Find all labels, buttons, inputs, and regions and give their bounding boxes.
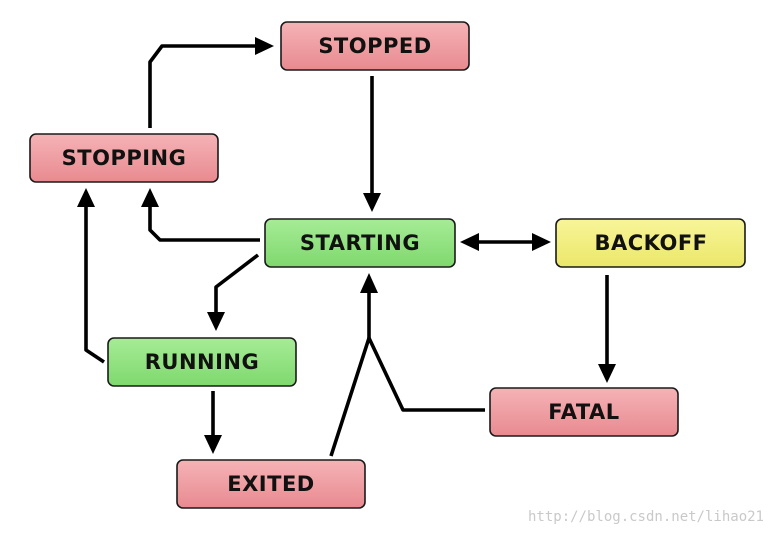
edge-running-to-stopping	[84, 206, 105, 364]
watermark-text: http://blog.csdn.net/lihao21	[528, 509, 764, 525]
state-label-stopping: STOPPING	[62, 146, 187, 170]
state-label-running: RUNNING	[145, 350, 260, 374]
arrowhead-starting-to-running	[207, 312, 225, 331]
transitions	[77, 37, 616, 457]
arrowhead-backoff-to-fatal	[598, 364, 616, 383]
edge-exited-fatal-to-starting	[329, 336, 485, 457]
state-label-exited: EXITED	[227, 472, 314, 496]
arrowhead-starting-to-stopping	[141, 188, 159, 207]
state-stopping: STOPPING	[29, 133, 219, 183]
state-label-backoff: BACKOFF	[594, 231, 707, 255]
arrowhead-stopped-to-starting	[363, 193, 381, 212]
arrowhead-backoff-to-starting	[460, 233, 479, 251]
state-stopped: STOPPED	[280, 21, 470, 71]
edge-starting-to-running	[214, 253, 260, 312]
state-label-starting: STARTING	[300, 231, 420, 255]
arrowhead-running-to-exited	[204, 435, 222, 454]
edge-starting-to-stopping	[148, 206, 260, 242]
state-label-stopped: STOPPED	[318, 34, 431, 58]
state-starting: STARTING	[264, 218, 456, 268]
arrowhead-running-to-stopping	[77, 188, 95, 207]
state-fatal: FATAL	[489, 387, 679, 437]
state-backoff: BACKOFF	[555, 218, 746, 268]
edge-stopping-to-stopped	[148, 44, 255, 128]
arrowhead-starting-to-backoff	[532, 233, 551, 251]
arrowhead-to-starting	[360, 273, 378, 293]
arrowhead-stopping-to-stopped	[255, 37, 274, 55]
state-running: RUNNING	[107, 337, 297, 387]
state-label-fatal: FATAL	[548, 400, 619, 424]
state-exited: EXITED	[176, 459, 366, 509]
